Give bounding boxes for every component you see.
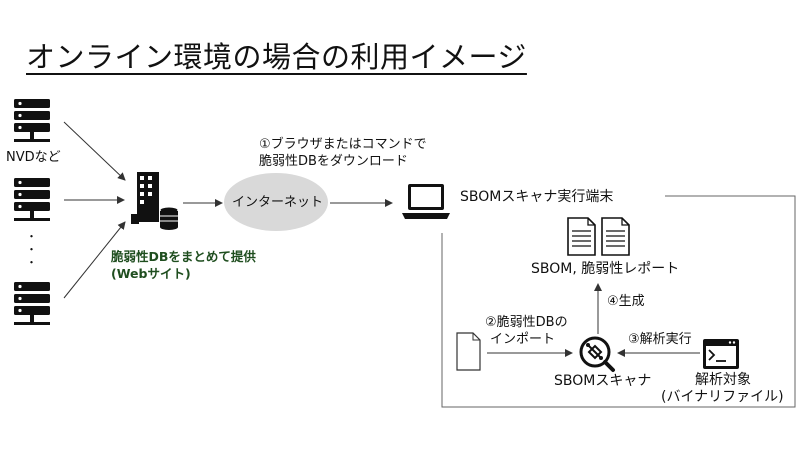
internet-cloud [224,173,328,231]
sources-ellipsis: ・ ・ ・ [26,230,37,269]
db-file-icon [456,332,481,371]
import-step-sublabel: インポート [490,332,556,347]
download-step-label: ①ブラウザまたはコマンドで [259,137,427,152]
report-document-icon [567,217,596,256]
building-database-icon [131,172,179,230]
server-icon-3 [14,282,50,325]
server-icon-2 [14,178,50,221]
analyze-step-label: ③解析実行 [628,332,692,347]
terminal-boundary [441,195,796,408]
terminal-window-icon [703,339,739,369]
terminal-label: SBOMスキャナ実行端末 [460,189,614,205]
internet-label: インターネット [232,195,324,210]
target-label: 解析対象 [695,372,751,388]
server-icon-1 [14,99,50,142]
download-step-sublabel: 脆弱性DBをダウンロード [259,154,408,169]
page-title: オンライン環境の場合の利用イメージ [26,40,527,74]
arrow-server1-to-db [63,121,126,181]
aggregator-label: 脆弱性DBをまとめて提供 [111,249,256,264]
report-document-icon [601,217,630,256]
laptop-icon [402,184,450,219]
import-step-label: ②脆弱性DBの [485,315,568,330]
generate-step-label: ④生成 [607,294,645,309]
arrow-server3-to-db [63,221,126,299]
scanner-label: SBOMスキャナ [554,373,652,389]
scanner-icon [579,336,615,372]
reports-label: SBOM, 脆弱性レポート [531,261,680,277]
sources-label: NVDなど [6,150,61,165]
target-sublabel: (バイナリファイル) [661,389,784,405]
aggregator-sublabel: (Webサイト) [111,266,191,281]
